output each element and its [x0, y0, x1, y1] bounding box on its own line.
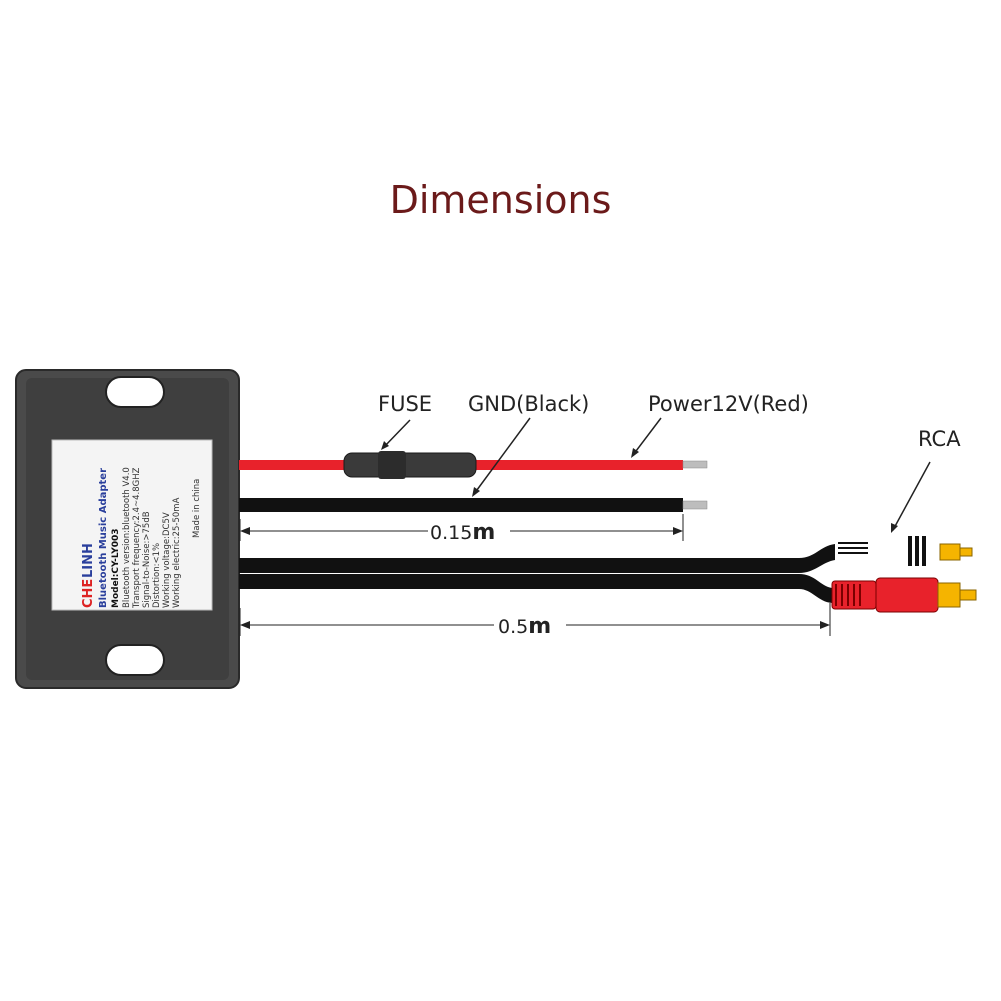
brand-che: CHE — [81, 579, 96, 608]
dimension-long: 0.5m — [239, 603, 831, 639]
audio-cable — [239, 544, 835, 603]
model-text: Model:CY-LY003 — [111, 528, 121, 608]
adapter-housing: CHE LINH Bluetooth Music Adapter Model:C… — [15, 369, 240, 689]
dimension-long-value: 0.5 — [498, 616, 528, 638]
brand-linh: LINH — [81, 543, 96, 578]
fuse-callout — [381, 419, 411, 450]
dimension-short: 0.15m — [239, 514, 684, 545]
spec-line: Signal-to-Noise:>75dB — [142, 511, 152, 608]
svg-text:0.15m: 0.15m — [430, 520, 495, 545]
product-name: Bluetooth Music Adapter — [98, 468, 109, 608]
spec-line: Bluetooth version:bluetooth V4.0 — [122, 467, 132, 608]
label-sticker — [51, 439, 213, 611]
power-label: Power12V(Red) — [648, 392, 809, 416]
dimension-short-value: 0.15 — [430, 522, 472, 544]
mount-hole-bottom — [105, 644, 165, 676]
gnd-callout — [472, 417, 531, 497]
svg-text:0.5m: 0.5m — [498, 614, 551, 639]
rca-label: RCA — [918, 427, 961, 451]
dimension-long-unit: m — [528, 614, 551, 639]
spec-line: Transport frequency:2.4~4.8GHZ — [132, 467, 142, 609]
origin-text: Made in china — [192, 479, 202, 538]
page-title: Dimensions — [389, 178, 612, 222]
gnd-label: GND(Black) — [468, 392, 589, 416]
gnd-wire — [239, 498, 708, 512]
rca-connector-lower — [831, 577, 977, 613]
rca-connector-upper — [838, 536, 973, 566]
spec-line: Distortion:<1% — [152, 543, 162, 608]
spec-line: Working voltage:DC5V — [162, 512, 172, 608]
mount-hole-top — [105, 376, 165, 408]
rca-callout — [891, 461, 931, 533]
fuse-label: FUSE — [378, 392, 432, 416]
dimension-short-unit: m — [472, 520, 495, 545]
spec-line: Working electric:25-50mA — [172, 497, 182, 608]
power-callout — [631, 417, 662, 458]
fuse-holder — [343, 451, 477, 479]
